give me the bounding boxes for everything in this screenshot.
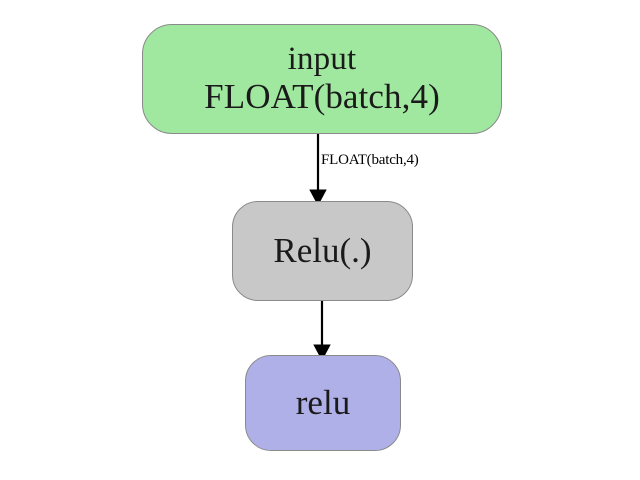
graph-node-input-line-1: input [287, 40, 357, 77]
graph-node-input[interactable]: input FLOAT(batch,4) [142, 24, 502, 134]
graph-node-relu-operator[interactable]: Relu(.) [232, 201, 413, 301]
graph-node-input-line-2: FLOAT(batch,4) [204, 77, 440, 117]
graph-node-relu-operator-label: Relu(.) [273, 231, 372, 271]
edge-label-input-to-relu: FLOAT(batch,4) [321, 152, 419, 168]
graph-node-relu-output-label: relu [295, 383, 351, 423]
graph-node-relu-output[interactable]: relu [245, 355, 401, 451]
